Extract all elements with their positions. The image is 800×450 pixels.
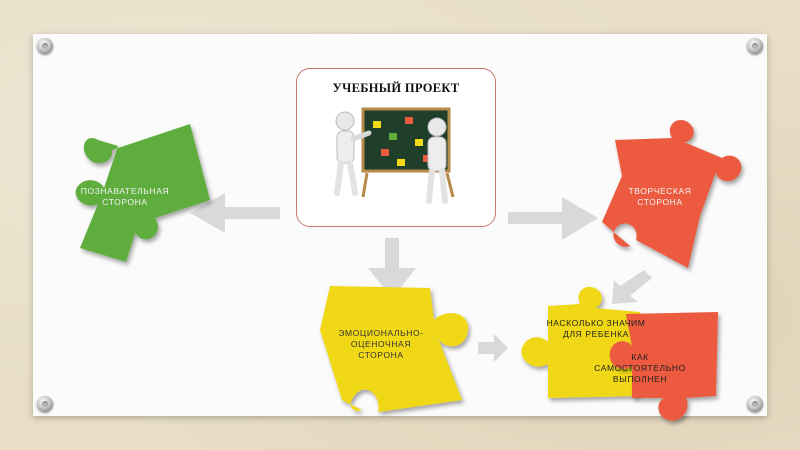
- emotional-label-line1: ЭМОЦИОНАЛЬНО-: [326, 328, 436, 339]
- independence-label-line1: КАК: [585, 352, 695, 363]
- significance-label-line1: НАСКОЛЬКО ЗНАЧИМ: [536, 318, 656, 329]
- arrow-small-right-icon: [478, 334, 508, 362]
- presentation-illustration: [297, 69, 495, 226]
- emotional-label-line3: СТОРОНА: [326, 350, 436, 361]
- cognitive-label-line2: СТОРОНА: [70, 197, 180, 208]
- independence-label-line3: ВЫПОЛНЕН: [585, 374, 695, 385]
- significance-label: НАСКОЛЬКО ЗНАЧИМ ДЛЯ РЕБЕНКА: [536, 318, 656, 340]
- center-project-box: УЧЕБНЫЙ ПРОЕКТ: [296, 68, 496, 227]
- cognitive-label-line1: ПОЗНАВАТЕЛЬНАЯ: [70, 186, 180, 197]
- creative-label-line1: ТВОРЧЕСКАЯ: [610, 186, 710, 197]
- cognitive-label: ПОЗНАВАТЕЛЬНАЯ СТОРОНА: [70, 186, 180, 208]
- significance-label-line2: ДЛЯ РЕБЕНКА: [536, 329, 656, 340]
- emotional-label-line2: ОЦЕНОЧНАЯ: [326, 339, 436, 350]
- emotional-label: ЭМОЦИОНАЛЬНО- ОЦЕНОЧНАЯ СТОРОНА: [326, 328, 436, 361]
- independence-label-line2: САМОСТОЯТЕЛЬНО: [585, 363, 695, 374]
- arrow-right-icon: [508, 197, 598, 240]
- arrow-small-diag-icon: [612, 270, 652, 304]
- creative-label: ТВОРЧЕСКАЯ СТОРОНА: [610, 186, 710, 208]
- independence-label: КАК САМОСТОЯТЕЛЬНО ВЫПОЛНЕН: [585, 352, 695, 385]
- creative-label-line2: СТОРОНА: [610, 197, 710, 208]
